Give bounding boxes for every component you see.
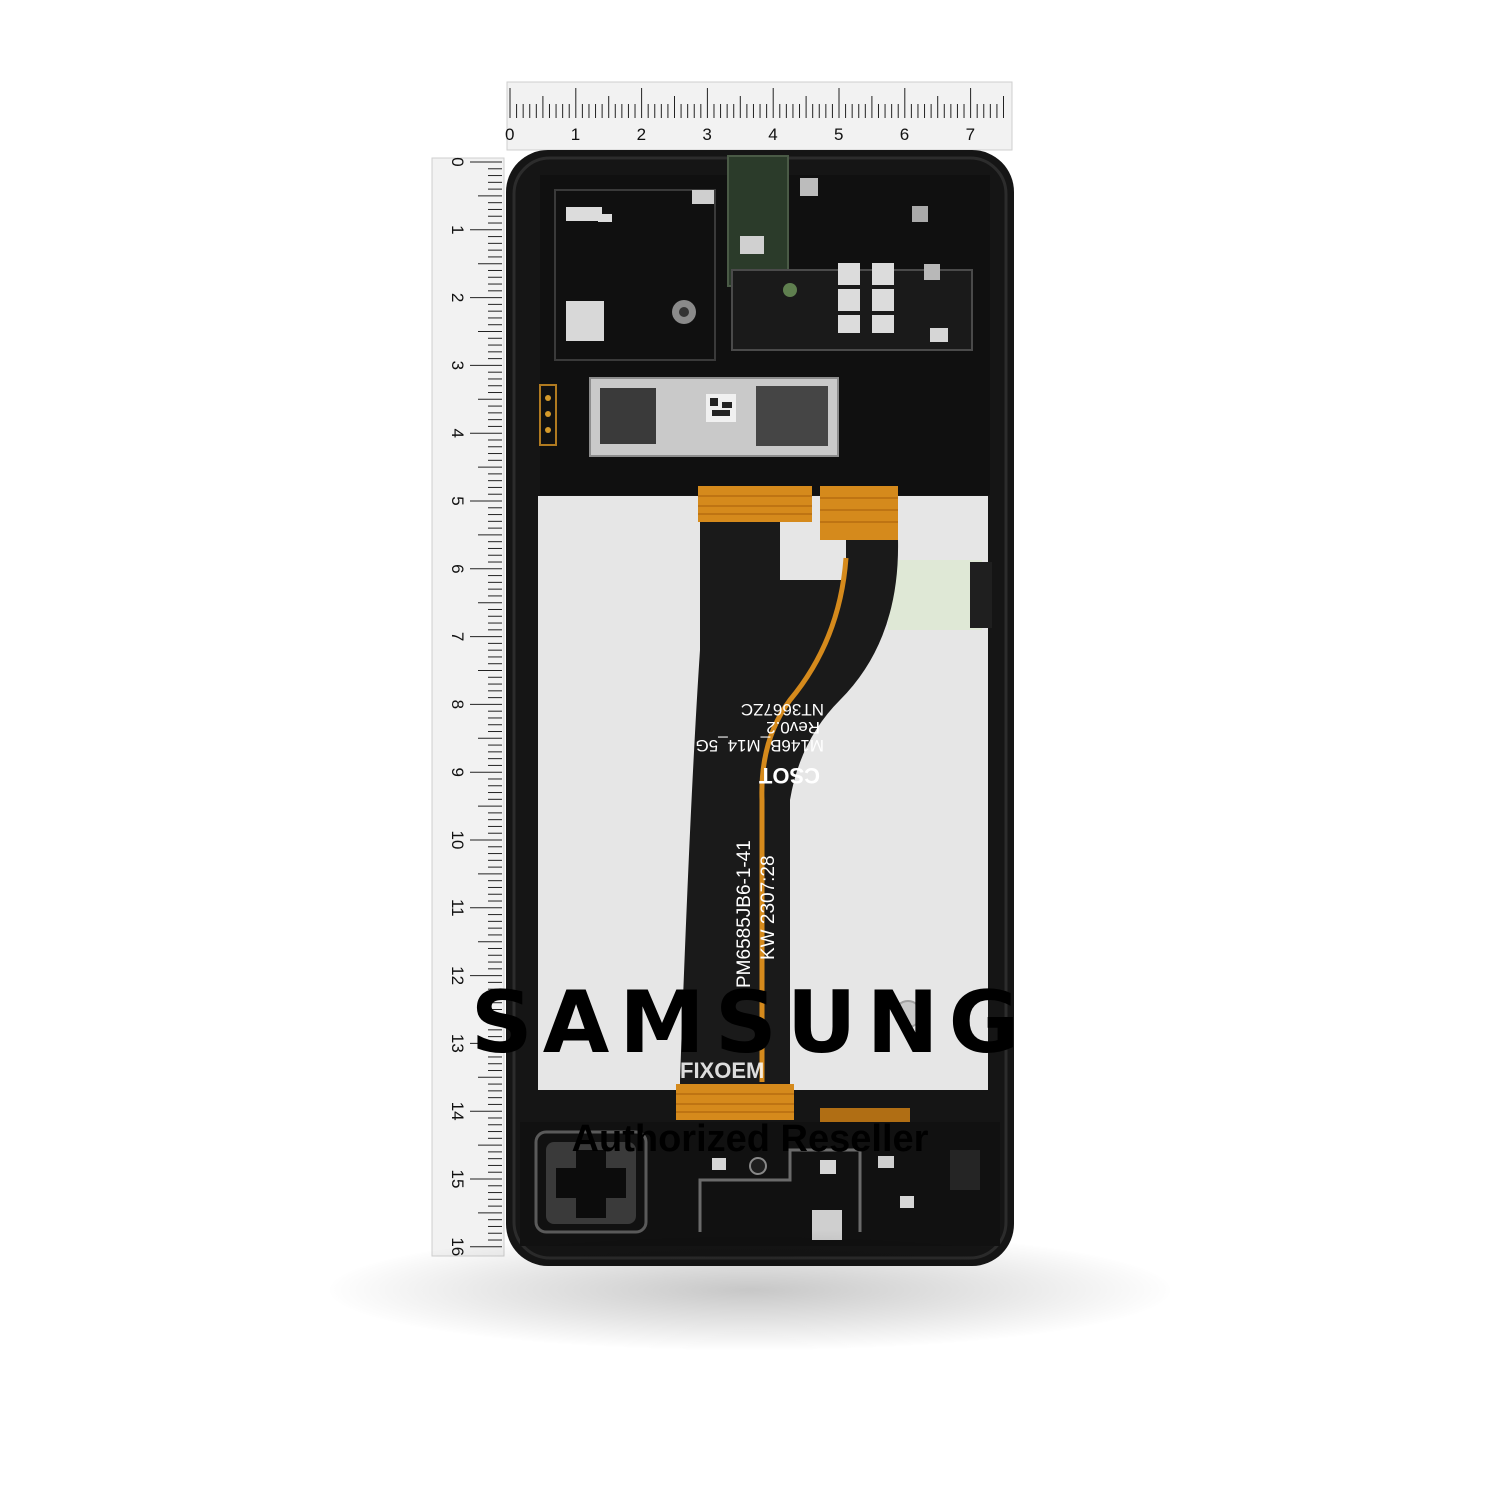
- watermark: FIXOEM: [680, 1058, 764, 1083]
- left-ruler-label: 1: [448, 225, 467, 234]
- top-ruler-label: 3: [702, 125, 711, 144]
- left-ruler-label: 15: [448, 1170, 467, 1189]
- brand-tagline: Authorized Reseller: [571, 1118, 929, 1160]
- left-ruler-label: 3: [448, 361, 467, 370]
- left-ruler-label: 14: [448, 1102, 467, 1121]
- display-frame: [506, 150, 1014, 1266]
- flex-print-line5: PM6585JB6-1-41: [734, 840, 755, 988]
- left-ruler-label: 7: [448, 632, 467, 641]
- flex-print-line6: KW 2307:28: [758, 855, 779, 960]
- left-ruler: 012345678910111213141516: [431, 157, 505, 1257]
- left-ruler-label: 6: [448, 564, 467, 573]
- left-ruler-label: 13: [448, 1034, 467, 1053]
- left-ruler-label: 12: [448, 966, 467, 985]
- left-ruler-label: 2: [448, 293, 467, 302]
- flex-print-line1: NT3667ZC: [741, 700, 824, 719]
- top-ruler-label: 0: [505, 125, 514, 144]
- top-ruler: 0 1 2 3 4 5 6 7: [505, 81, 1013, 151]
- top-ruler-label: 6: [900, 125, 909, 144]
- left-ruler-label: 0: [448, 157, 467, 166]
- top-ruler-label: 2: [637, 125, 646, 144]
- top-ruler-label: 5: [834, 125, 843, 144]
- top-ruler-label: 1: [571, 125, 580, 144]
- flex-print-line4: CSOT: [758, 763, 820, 788]
- left-ruler-label: 16: [448, 1237, 467, 1256]
- brand-logo: SAMSUNG: [470, 973, 1030, 1073]
- top-ruler-label: 4: [768, 125, 777, 144]
- top-ruler-label: 7: [966, 125, 975, 144]
- product-shadow: [330, 1230, 1170, 1350]
- flex-print-line2: Rev0.2: [766, 718, 820, 737]
- left-ruler-label: 8: [448, 700, 467, 709]
- left-ruler-label: 10: [448, 831, 467, 850]
- left-ruler-label: 4: [448, 428, 467, 437]
- left-ruler-label: 11: [448, 899, 467, 917]
- left-ruler-label: 5: [448, 496, 467, 505]
- left-ruler-label: 9: [448, 767, 467, 776]
- flex-print-line3: M146B_M14_5G: [695, 736, 824, 755]
